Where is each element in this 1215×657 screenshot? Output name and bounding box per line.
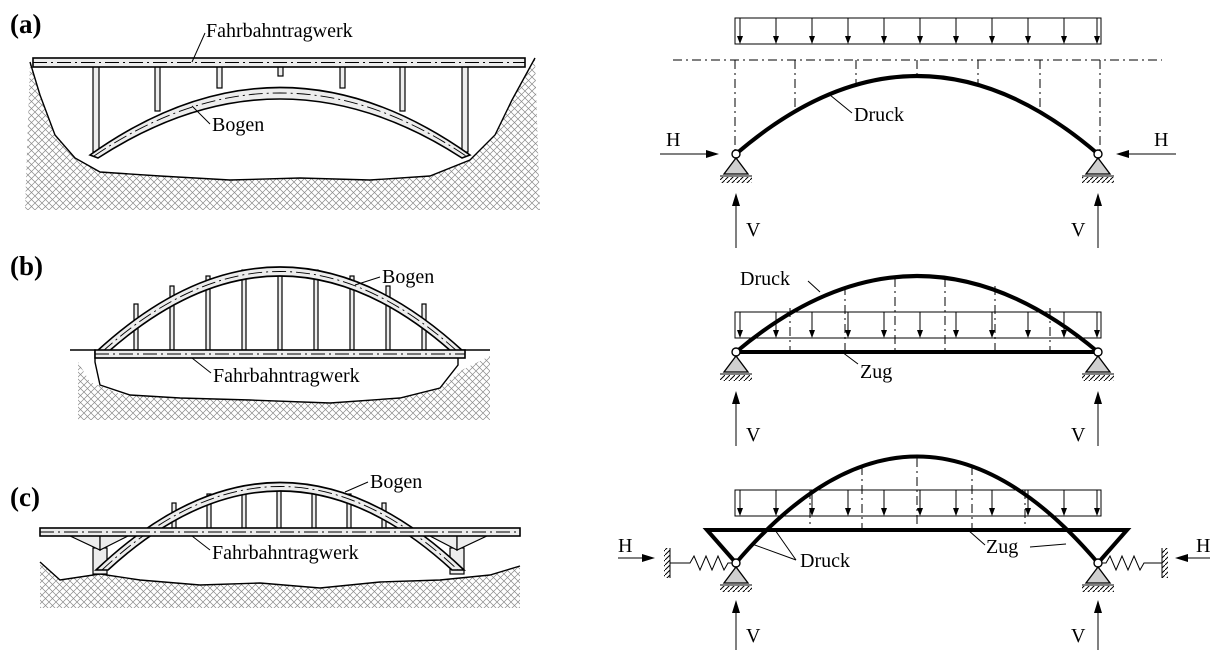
panel-a-arch-label: Bogen [212,114,264,136]
panel-c-hangers [171,488,387,532]
panel-c-deck-label: Fahrbahntragwerk [212,542,359,564]
panel-c-spring-left [670,554,732,572]
panel-b-distributed-load [734,311,1102,339]
panel-c-spring-right [1102,554,1162,572]
panel-b-druck-label: Druck [740,268,790,290]
panel-a-bridge-drawing: (a) Fahrbahntragwerk Bogen [10,9,540,210]
panel-c-static-system: H H V V Druck Zug [618,454,1210,650]
panel-b-static-system: V V Druck Zug [720,268,1114,446]
panel-c-v-left: V [746,625,761,647]
panel-a-static-arch [734,74,1100,156]
panel-a-v-right: V [1071,219,1086,241]
panel-b-ground [78,356,490,420]
panel-a-deck-label: Fahrbahntragwerk [206,20,353,42]
panel-a-arch-centerline [93,92,467,157]
panel-b-arch-label: Bogen [382,266,434,288]
panel-b-load-arrows [737,312,1100,338]
panel-a-arch [88,86,472,159]
panel-a-load-arrows [737,18,1100,44]
panel-c-druck-label: Druck [800,550,850,572]
panel-c-h-left: H [618,535,632,557]
panel-c-bridge-drawing: (c) Bogen Fahrbahntragwerk [10,471,521,608]
panel-b-zug-label: Zug [860,361,892,383]
panel-c-tie [702,528,1132,565]
panel-b-ground-line [70,349,490,404]
panel-c-zug-label: Zug [986,536,1018,558]
panel-b-bridge-drawing: (b) Bogen Fahrbahntragwerk [10,251,490,420]
panel-a-h-left: H [666,129,680,151]
panel-b-deck-label: Fahrbahntragwerk [213,365,360,387]
panel-c-ground-line [39,561,521,589]
panel-b-v-left: V [746,424,761,446]
panel-a-distributed-load [734,17,1102,45]
panel-c-distributed-load [734,489,1102,517]
panel-b-v-right: V [1071,424,1086,446]
panel-a-h-right: H [1154,129,1168,151]
panel-a-v-left: V [746,219,761,241]
panel-a-ground [25,58,540,210]
panel-a-ground-line [29,57,536,181]
panel-a-letter: (a) [10,9,41,39]
panel-c-static-arch [734,454,1100,565]
panel-a-columns [92,65,469,153]
panel-b-static-arch [734,274,1100,354]
panel-a-druck-label: Druck [854,104,904,126]
panel-a-static-system: H H V V Druck [660,17,1176,248]
panel-c-letter: (c) [10,482,40,512]
panel-b-letter: (b) [10,251,43,281]
panel-c-arch-label: Bogen [370,471,422,493]
panel-c-load-arrows [737,490,1100,516]
panel-c-h-right: H [1196,535,1210,557]
panel-c-v-right: V [1071,625,1086,647]
